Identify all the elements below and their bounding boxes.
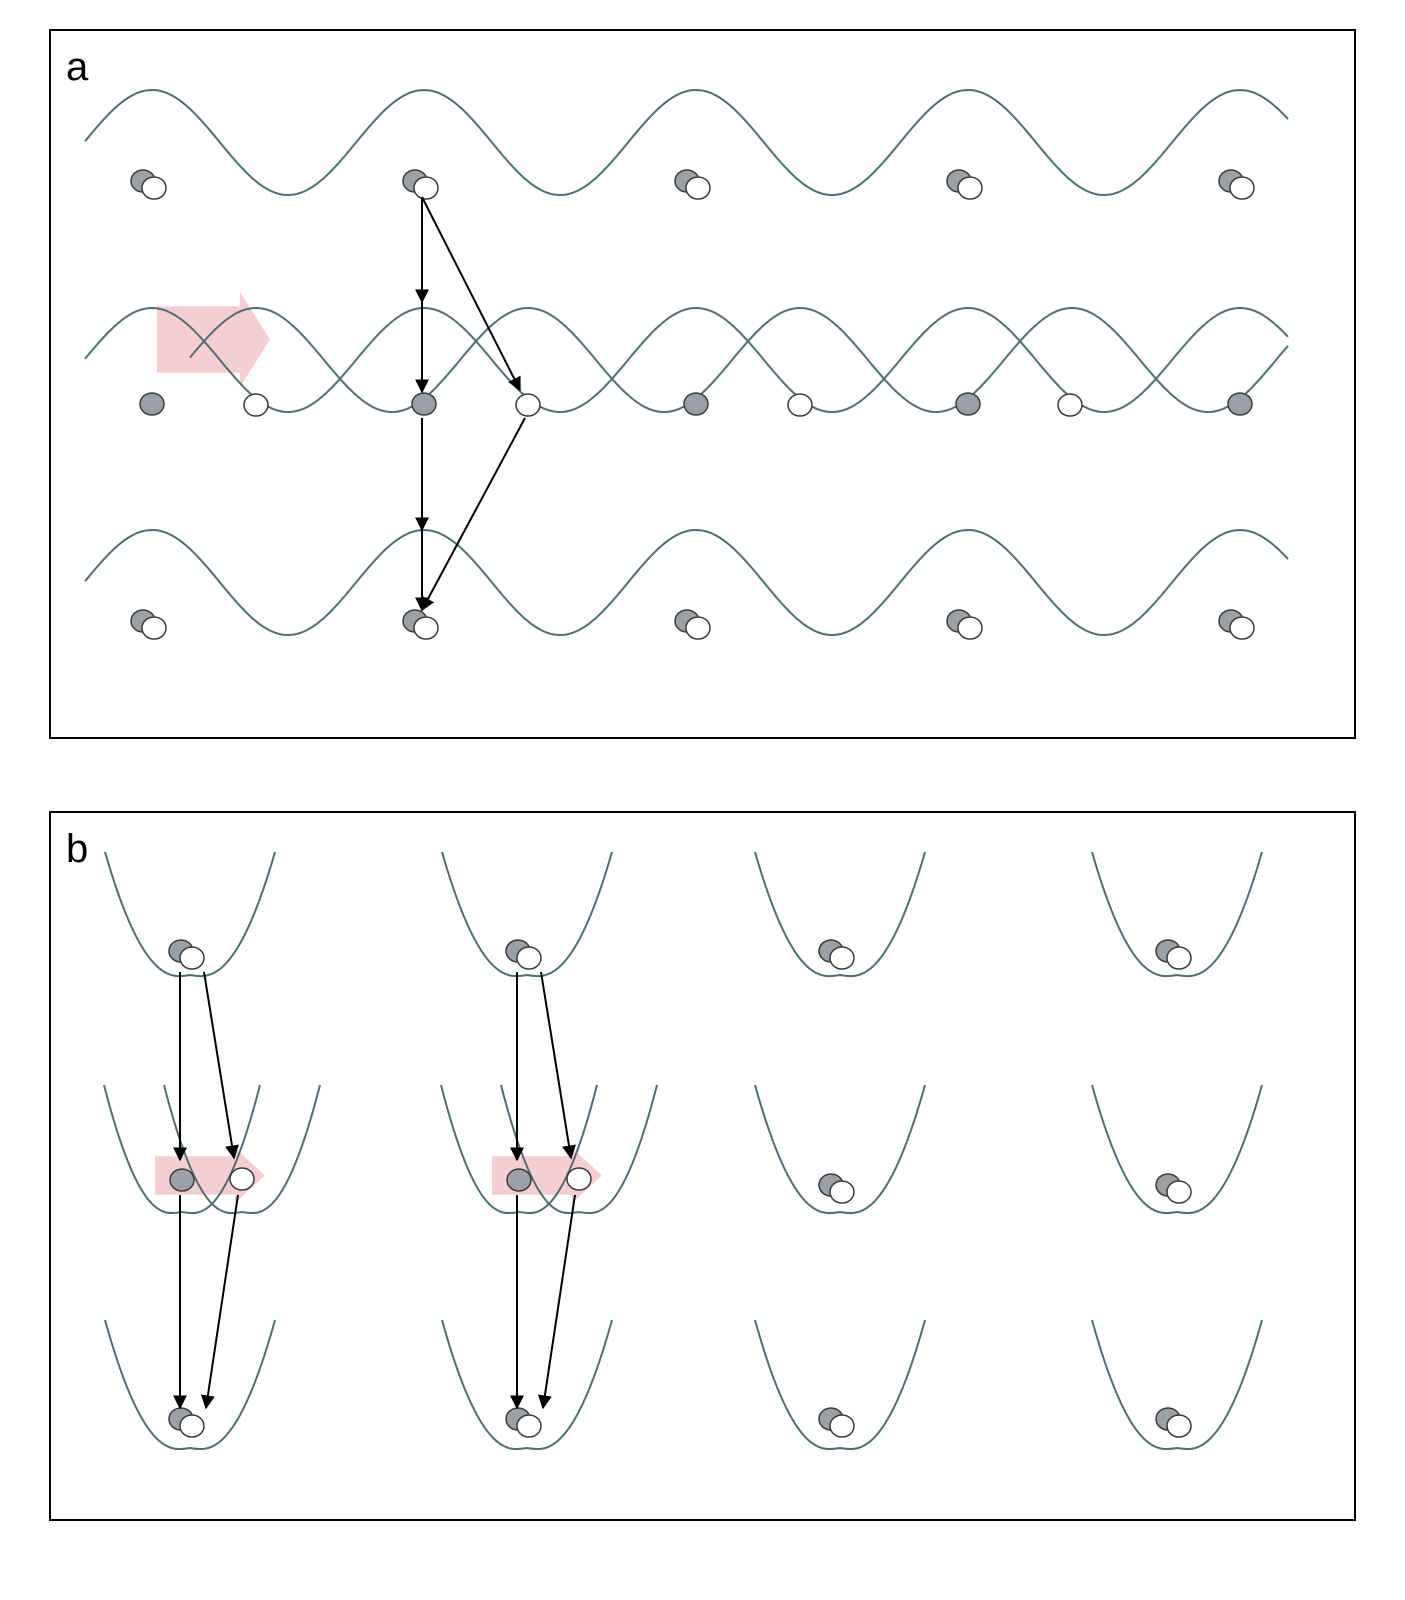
white-atom	[179, 1414, 205, 1438]
transition-arrow	[537, 1194, 576, 1410]
white-atom	[1166, 946, 1192, 970]
white-atom	[1166, 1180, 1192, 1204]
grey-atom	[955, 392, 981, 416]
transition-arrow	[421, 417, 526, 612]
harmonic-well	[754, 1084, 926, 1215]
harmonic-well	[754, 1319, 926, 1451]
grey-atom	[506, 1168, 532, 1192]
shift-arrow-icon	[157, 292, 270, 387]
white-atom	[413, 616, 439, 640]
white-atom	[829, 946, 855, 970]
white-atom	[566, 1167, 592, 1191]
harmonic-well	[1091, 1084, 1263, 1215]
white-atom	[141, 616, 167, 640]
transition-arrow	[200, 1194, 239, 1410]
grey-atom	[1227, 392, 1253, 416]
white-atom	[1166, 1414, 1192, 1438]
white-atom	[516, 1414, 542, 1438]
harmonic-well-white	[500, 1084, 658, 1215]
lattice-potential-top	[84, 88, 1289, 197]
transition-arrow	[421, 196, 521, 392]
lattice-potential-grey	[84, 306, 1289, 414]
white-atom	[1229, 176, 1255, 200]
white-atom	[829, 1414, 855, 1438]
white-atom	[516, 946, 542, 970]
harmonic-well	[754, 851, 926, 978]
harmonic-well	[104, 851, 276, 978]
panel-a-label: a	[66, 45, 89, 89]
panel-b: b	[49, 811, 1356, 1521]
white-atom	[957, 176, 983, 200]
harmonic-well	[1091, 1319, 1263, 1451]
white-atom	[229, 1167, 255, 1191]
white-atom	[787, 393, 813, 417]
harmonic-well	[104, 1319, 276, 1451]
panel-b-frame	[49, 811, 1356, 1521]
grey-atom	[411, 392, 437, 416]
white-atom	[1229, 616, 1255, 640]
harmonic-well	[441, 851, 613, 978]
lattice-potential-white	[189, 306, 1289, 414]
grey-atom	[683, 392, 709, 416]
harmonic-well	[441, 1319, 613, 1451]
transition-arrow	[203, 971, 239, 1160]
lattice-potential-bottom	[84, 528, 1289, 637]
transition-arrow	[540, 971, 576, 1160]
grey-atom	[139, 392, 165, 416]
white-atom	[141, 176, 167, 200]
harmonic-well	[1091, 851, 1263, 978]
white-atom	[829, 1180, 855, 1204]
white-atom	[685, 176, 711, 200]
white-atom	[957, 616, 983, 640]
harmonic-well-white	[163, 1084, 321, 1215]
grey-atom	[169, 1168, 195, 1192]
panel-b-label: b	[66, 827, 88, 871]
panel-b-content	[103, 851, 1263, 1451]
panel-a: a	[49, 29, 1356, 739]
white-atom	[413, 176, 439, 200]
white-atom	[243, 393, 269, 417]
white-atom	[515, 393, 541, 417]
white-atom	[685, 616, 711, 640]
panel-a-content	[84, 88, 1289, 640]
white-atom	[179, 946, 205, 970]
white-atom	[1057, 393, 1083, 417]
